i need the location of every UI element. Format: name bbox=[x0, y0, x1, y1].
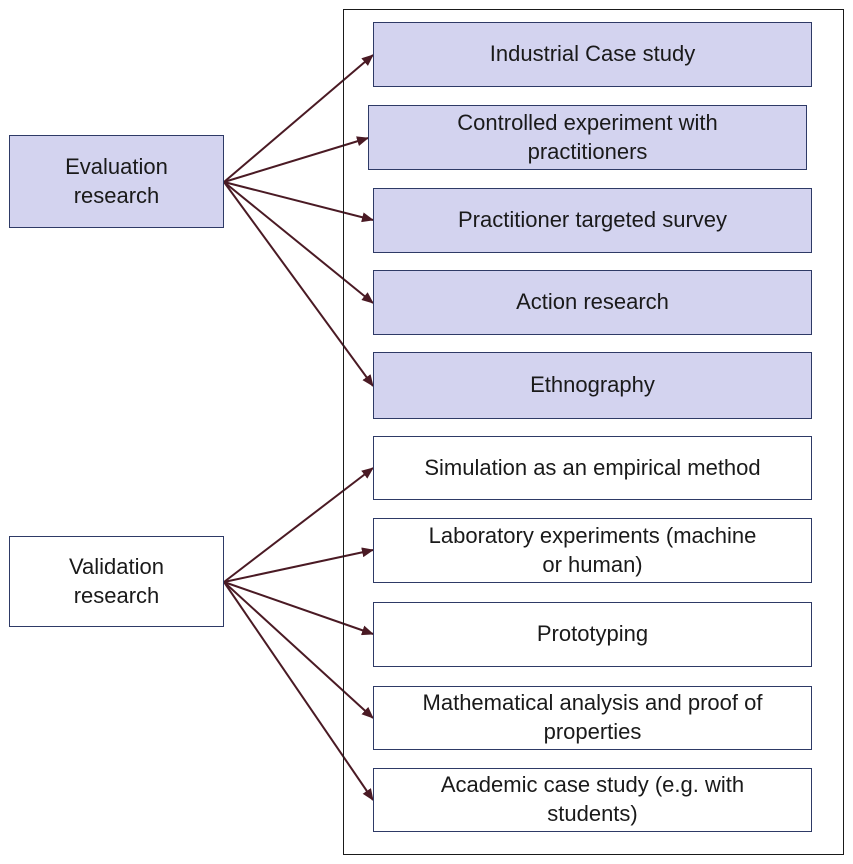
method-box-ethnography: Ethnography bbox=[373, 352, 812, 419]
method-box-industrial-case-study: Industrial Case study bbox=[373, 22, 812, 87]
validation-arrow-4 bbox=[223, 581, 374, 719]
method-box-controlled-experiment: Controlled experiment with practitioners bbox=[368, 105, 807, 170]
methods-container bbox=[343, 9, 844, 855]
method-box-simulation: Simulation as an empirical method bbox=[373, 436, 812, 500]
evaluation-arrow-1 bbox=[223, 54, 374, 183]
validation-arrow-2 bbox=[223, 547, 374, 583]
method-box-academic-case-study: Academic case study (e.g. with students) bbox=[373, 768, 812, 832]
evaluation-arrow-3 bbox=[223, 181, 374, 223]
evaluation-arrow-4 bbox=[223, 181, 374, 304]
method-box-mathematical-analysis: Mathematical analysis and proof of prope… bbox=[373, 686, 812, 750]
evaluation-arrow-5 bbox=[223, 181, 374, 387]
validation-research-box: Validation research bbox=[9, 536, 224, 627]
evaluation-arrow-2 bbox=[223, 136, 369, 183]
method-box-laboratory-experiments: Laboratory experiments (machine or human… bbox=[373, 518, 812, 583]
validation-arrow-3 bbox=[223, 581, 374, 636]
method-box-practitioner-survey: Practitioner targeted survey bbox=[373, 188, 812, 253]
method-box-prototyping: Prototyping bbox=[373, 602, 812, 667]
validation-arrow-5 bbox=[223, 581, 374, 801]
validation-arrow-1 bbox=[223, 467, 374, 583]
method-box-action-research: Action research bbox=[373, 270, 812, 335]
evaluation-research-box: Evaluation research bbox=[9, 135, 224, 228]
